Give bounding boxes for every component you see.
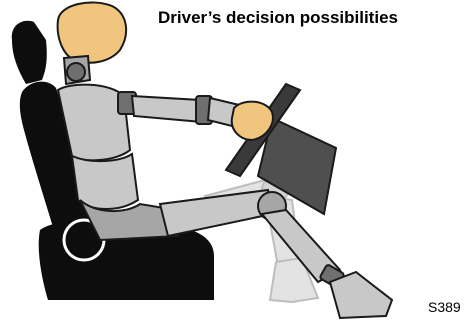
- head-icon: [58, 2, 126, 62]
- figure-code: S389: [428, 299, 461, 315]
